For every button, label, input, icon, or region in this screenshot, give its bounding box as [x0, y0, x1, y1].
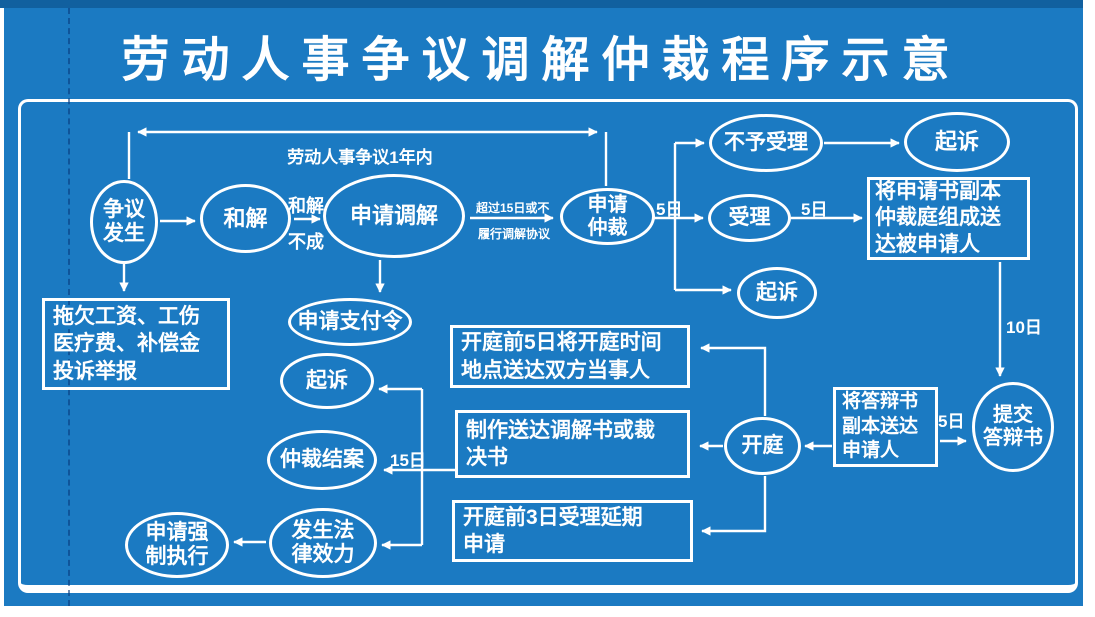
vertical-dashed-artifact — [68, 8, 70, 606]
box-serve-application-line2: 仲裁庭组成送 — [875, 206, 1001, 230]
node-sue-top: 起诉 — [904, 112, 1010, 172]
node-arbitration-closed-label: 仲裁结案 — [280, 447, 364, 471]
box-postpone-line2: 申请 — [463, 533, 505, 556]
label-five-days-arbitration: 5日 — [656, 200, 683, 219]
label-reconcile-bottom: 不成 — [288, 232, 324, 252]
label-one-year: 劳动人事争议1年内 — [287, 148, 433, 167]
node-reconciliation: 和解 — [200, 184, 291, 253]
label-exceed-line2: 履行调解协议 — [478, 227, 551, 241]
label-reconcile-top: 和解 — [288, 196, 324, 216]
node-dispute-line2: 发生 — [103, 222, 145, 245]
node-apply-enforcement-line2: 制执行 — [145, 545, 209, 568]
node-apply-payment-order-label: 申请支付令 — [297, 309, 403, 333]
top-band-artifact — [0, 0, 1083, 8]
node-legal-effect: 发生法 律效力 — [269, 508, 377, 578]
label-five-days-defense: 5日 — [938, 412, 965, 431]
node-hearing: 开庭 — [724, 417, 801, 475]
box-make-award-line1: 制作送达调解书或裁 — [466, 418, 655, 442]
box-serve-defense-line2: 副本送达 — [842, 415, 919, 437]
node-hearing-label: 开庭 — [741, 433, 784, 457]
left-edge-artifact — [0, 8, 4, 606]
box-make-award: 制作送达调解书或裁 决书 — [455, 410, 690, 478]
node-dispute-occurs: 争议 发生 — [90, 180, 158, 264]
node-apply-arbitration-line1: 申请 — [587, 193, 628, 216]
label-five-days-accepted: 5日 — [801, 200, 828, 219]
box-hearing-notice: 开庭前5日将开庭时间 地点送达双方当事人 — [450, 325, 690, 388]
box-make-award-line2: 决书 — [466, 446, 508, 469]
label-fifteen-days: 15日 — [390, 451, 426, 470]
node-not-accepted: 不予受理 — [709, 114, 823, 172]
node-not-accepted-label: 不予受理 — [724, 130, 808, 154]
box-serve-defense-line3: 申请人 — [842, 440, 900, 462]
node-arbitration-closed: 仲裁结案 — [267, 430, 377, 490]
node-legal-effect-line1: 发生法 — [291, 518, 355, 542]
node-apply-payment-order: 申请支付令 — [288, 298, 412, 346]
node-dispute-line1: 争议 — [103, 197, 145, 221]
node-accepted-label: 受理 — [728, 205, 771, 229]
node-apply-mediation-label: 申请调解 — [349, 203, 438, 229]
label-ten-days: 10日 — [1006, 318, 1042, 337]
node-apply-enforcement-line1: 申请强 — [145, 520, 209, 544]
node-sue-left: 起诉 — [280, 353, 374, 409]
diagram-title: 劳动人事争议调解仲裁程序示意 — [121, 34, 962, 87]
node-reconciliation-label: 和解 — [223, 205, 268, 231]
node-legal-effect-line2: 律效力 — [291, 543, 355, 566]
node-accepted: 受理 — [708, 194, 791, 242]
node-apply-enforcement: 申请强 制执行 — [125, 512, 229, 578]
box-serve-defense-line1: 将答辩书 — [842, 390, 919, 412]
node-submit-defense-line2: 答辩书 — [983, 427, 1043, 449]
node-apply-mediation: 申请调解 — [323, 174, 465, 258]
box-postpone-line1: 开庭前3日受理延期 — [463, 505, 643, 529]
box-complaint-line3: 投诉举报 — [53, 359, 137, 383]
diagram-border-panel — [18, 99, 1078, 593]
node-apply-arbitration-line2: 仲裁 — [587, 216, 628, 239]
node-apply-arbitration: 申请 仲裁 — [560, 188, 655, 245]
box-postpone: 开庭前3日受理延期 申请 — [452, 500, 693, 562]
node-sue-mid-label: 起诉 — [756, 280, 798, 304]
box-serve-application-line3: 达被申请人 — [875, 232, 980, 256]
node-sue-top-label: 起诉 — [934, 129, 979, 155]
box-complaint-line2: 医疗费、补偿金 — [53, 332, 200, 356]
box-complaint-line1: 拖欠工资、工伤 — [53, 305, 200, 329]
box-serve-application: 将申请书副本 仲裁庭组成送 达被申请人 — [867, 177, 1030, 260]
node-submit-defense-line1: 提交 — [993, 404, 1033, 426]
box-serve-application-line1: 将申请书副本 — [875, 180, 1001, 204]
node-sue-left-label: 起诉 — [306, 368, 348, 392]
box-serve-defense: 将答辩书 副本送达 申请人 — [833, 387, 938, 467]
box-complaint: 拖欠工资、工伤 医疗费、补偿金 投诉举报 — [42, 298, 230, 390]
box-hearing-notice-line1: 开庭前5日将开庭时间 — [461, 331, 662, 355]
node-submit-defense: 提交 答辩书 — [972, 382, 1054, 472]
box-hearing-notice-line2: 地点送达双方当事人 — [461, 358, 650, 382]
label-exceed-line1: 超过15日或不 — [476, 201, 550, 215]
node-sue-mid: 起诉 — [737, 267, 817, 319]
